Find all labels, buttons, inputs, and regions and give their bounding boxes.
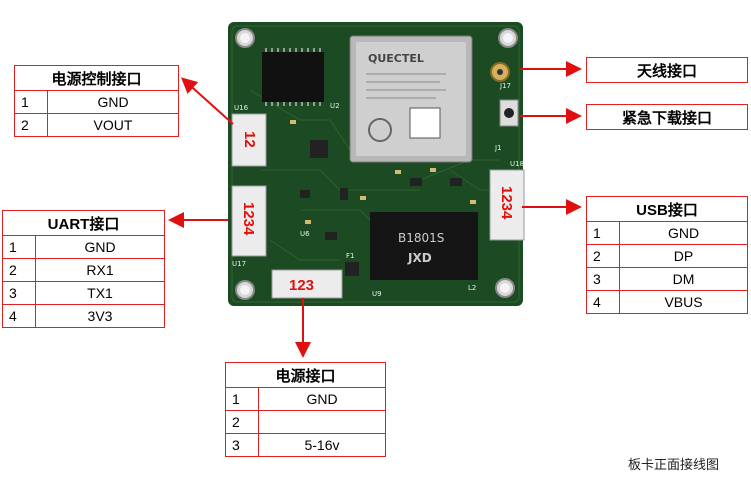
table-cell: 2 [14, 113, 48, 137]
table-cell: 1 [14, 90, 48, 114]
usb-title: USB接口 [586, 196, 748, 222]
table-cell: 3 [225, 433, 259, 457]
table-cell: GND [258, 387, 386, 411]
silk-u16: U16 [234, 104, 249, 112]
table-cell: GND [35, 235, 165, 259]
table-cell: 4 [2, 304, 36, 328]
silk-u2: U2 [330, 102, 340, 110]
table-cell: DM [619, 267, 748, 291]
silk-u17: U17 [232, 260, 246, 268]
table-cell: VOUT [47, 113, 179, 137]
silk-l2: L2 [468, 284, 476, 292]
chip-brand-text: JXD [407, 251, 432, 265]
table-cell: 2 [225, 410, 259, 434]
silk-j1: J1 [494, 144, 502, 152]
power-ctrl-title: 电源控制接口 [14, 65, 179, 91]
module-brand-text: QUECTEL [368, 52, 424, 65]
emergency-label-box: 紧急下载接口 [586, 104, 748, 130]
table-cell: RX1 [35, 258, 165, 282]
quectel-module: QUECTEL [349, 35, 473, 163]
arrow-power-ctrl [181, 77, 234, 125]
table-cell: 1 [2, 235, 36, 259]
table-cell: 2 [586, 244, 620, 268]
uart-pin-mark: 1234 [240, 202, 257, 236]
uart-title: UART接口 [2, 210, 165, 236]
power-connector: 123 [271, 269, 343, 299]
antenna-label: 天线接口 [586, 57, 748, 83]
figure-caption: 板卡正面接线图 [628, 458, 720, 473]
table-cell: DP [619, 244, 748, 268]
silk-u9: U9 [372, 290, 382, 298]
emergency-download-button [499, 99, 519, 127]
table-cell: 3 [586, 267, 620, 291]
transformer-chip: B1801S JXD [370, 212, 478, 280]
table-cell: GND [47, 90, 179, 114]
table-cell: 4 [586, 290, 620, 314]
power-pin-mark: 123 [289, 277, 314, 294]
power-title: 电源接口 [225, 362, 386, 388]
table-cell: 5-16v [258, 433, 386, 457]
silk-u6: U6 [300, 230, 310, 238]
antenna-connector [490, 62, 510, 82]
table-cell: TX1 [35, 281, 165, 305]
power-ctrl-pin-mark: 12 [241, 131, 258, 148]
table-cell: 2 [2, 258, 36, 282]
uart-connector: 1234 [231, 185, 267, 257]
table-cell: VBUS [619, 290, 748, 314]
table-cell: 3V3 [35, 304, 165, 328]
silk-j17: J17 [499, 82, 511, 90]
emergency-label: 紧急下载接口 [586, 104, 748, 130]
table-cell: 1 [586, 221, 620, 245]
usb-connector: 1234 [489, 169, 525, 241]
silk-u18: U18 [510, 160, 524, 168]
usb-pin-mark: 1234 [498, 186, 515, 220]
power-ctrl-connector: 12 [231, 113, 267, 167]
silk-f1: F1 [346, 252, 354, 260]
table-cell: GND [619, 221, 748, 245]
mounting-holes [235, 28, 518, 300]
antenna-label-box: 天线接口 [586, 57, 748, 83]
table-cell: 3 [2, 281, 36, 305]
table-cell [258, 410, 386, 434]
mcu-chip [262, 48, 324, 106]
chip-marking-text: B1801S [398, 231, 444, 245]
table-cell: 1 [225, 387, 259, 411]
